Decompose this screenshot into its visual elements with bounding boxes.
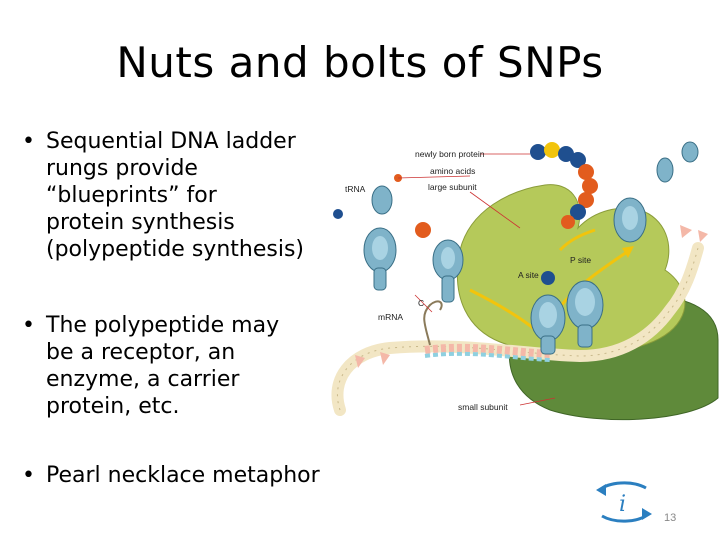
- bullet-text: Pearl necklace metaphor: [46, 463, 320, 488]
- slide-title: Nuts and bolts of SNPs: [116, 38, 604, 87]
- trna-exit: [613, 197, 647, 243]
- trna-incoming: [363, 185, 464, 303]
- info-glyph: i: [619, 492, 626, 517]
- label-leader: [469, 191, 521, 229]
- nucleotide-marker: [380, 352, 390, 365]
- label-large-subunit: large subunit: [428, 182, 477, 192]
- label-newly-born-protein: newly born protein: [415, 149, 485, 159]
- label-leader: [397, 175, 471, 179]
- label-trna: tRNA: [345, 184, 366, 194]
- label-c: C: [418, 298, 424, 308]
- trna-p-site: [566, 280, 604, 348]
- path-arrow: [558, 228, 596, 252]
- nucleotide-marker: [680, 225, 692, 238]
- bullet-marker: •: [22, 463, 35, 488]
- mrna-tail: [423, 300, 443, 346]
- bullet-marker: •: [22, 313, 35, 338]
- nucleotide-marker: [355, 355, 365, 368]
- page-number: 13: [664, 512, 677, 524]
- amino-acid-chain: [333, 142, 598, 285]
- arrow-head: [622, 246, 634, 258]
- trna-small: [681, 141, 699, 163]
- nucleotide-marker: [698, 230, 708, 242]
- info-cycle-icon[interactable]: i: [592, 476, 656, 528]
- trna-a-site: [530, 294, 566, 355]
- label-p-site: P site: [570, 255, 591, 265]
- bullet-text: The polypeptide may be a receptor, an en…: [46, 313, 280, 419]
- ribosome-illustration: newly born protein amino acids large sub…: [331, 141, 719, 421]
- cycle-arrowhead: [642, 508, 652, 520]
- cycle-arrow-top: [598, 481, 647, 492]
- label-leader: [519, 397, 556, 406]
- label-leader: [414, 294, 433, 313]
- bullet-marker: •: [22, 129, 35, 154]
- trna-small: [656, 157, 674, 183]
- bullet-text: Sequential DNA ladder rungs provide “blu…: [46, 129, 304, 262]
- cycle-arrowhead: [596, 484, 606, 496]
- anticodon-segment: [424, 351, 551, 362]
- codon-segment: [424, 343, 551, 358]
- label-amino-acids: amino acids: [430, 166, 475, 176]
- label-small-subunit: small subunit: [458, 402, 508, 412]
- label-a-site: A site: [518, 270, 539, 280]
- label-mrna: mRNA: [378, 312, 403, 322]
